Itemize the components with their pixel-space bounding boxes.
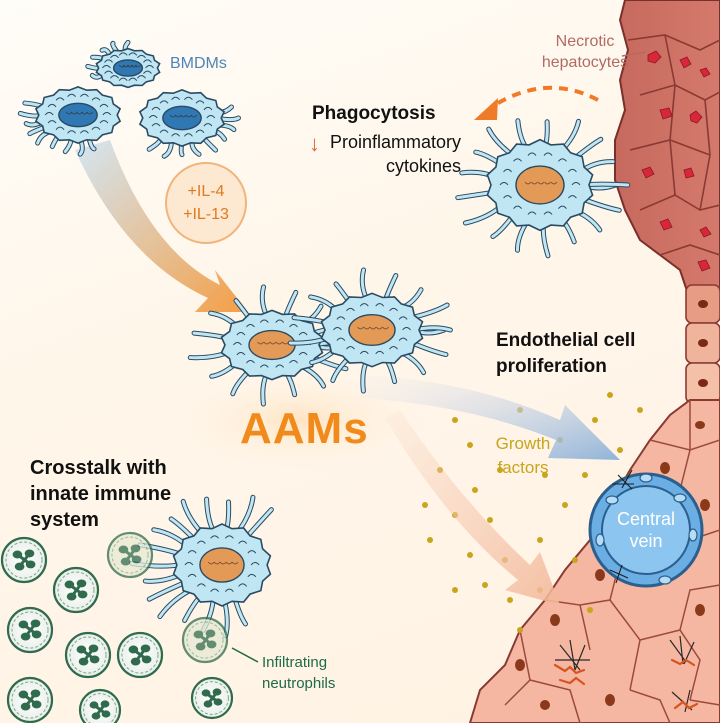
bmdm-cell [17,86,122,157]
crosstalk-line-3: system [30,509,99,531]
neutrophil-cell [0,536,48,584]
central-line-2: vein [629,531,663,551]
phagocytic-aam-cell [455,118,631,259]
necrotic-line-1: Necrotic [555,33,615,50]
phagocytosis-label: Phagocytosis [312,103,436,124]
phagocytosis-arrow [488,85,599,110]
central-vein [588,469,704,588]
il4-label: +IL-4 [187,183,225,200]
cytokine-label: +IL-4 +IL-13 [172,180,240,226]
neutrophil-cell [64,631,112,679]
bmdms-label: BMDMs [170,55,227,72]
down-arrow-icon: ↓ [309,131,320,156]
crosstalk-line-2: innate immune [30,483,172,505]
endothelial-line-2: proliferation [496,356,607,377]
neutrophil-cell [6,606,54,654]
neutrophil-cell [78,688,122,723]
bmdm-cell [138,89,241,159]
central-line-1: Central [616,509,676,529]
bmdm-cell [85,39,161,89]
aam-to-hepatocyte-arrow [385,410,560,605]
necrotic-hepatocytes-label: Necrotic hepatocytes [505,31,665,73]
endothelial-line-1: Endothelial cell [496,330,636,351]
cytokine-circle [165,162,247,244]
neutrophil-cell [190,676,234,720]
infiltrating-line-2: neutrophils [262,675,336,692]
il13-label: +IL-13 [183,206,229,223]
neutrophil-cell [116,631,164,679]
bmdm-to-aam-arrow [75,140,248,312]
necrotic-line-2: hepatocytes [541,54,629,71]
neutrophil-cell [6,676,54,723]
neutrophil-cell [181,616,229,664]
growth-factors-label: Growth factors [478,432,568,480]
crosstalk-line-1: Crosstalk with [30,457,167,479]
infiltrating-line-1: Infiltrating [262,654,328,671]
proinflammatory-line-2: cytokines [386,156,462,176]
crosstalk-label: Crosstalk with innate immune system [30,455,250,533]
proinflammatory-label: Proinflammatory cytokines [330,130,461,178]
growth-line-2: factors [497,458,549,477]
growth-line-1: Growth [495,434,551,453]
infiltrating-neutrophils-label: Infiltrating neutrophils [262,652,382,694]
aam-glow [160,365,440,475]
neutrophil-cell [106,531,154,579]
neutrophil-cell [52,566,100,614]
endothelial-label: Endothelial cell proliferation [496,328,706,380]
crosstalk-aam-cell [129,494,274,639]
central-vein-label: Central vein [601,508,691,552]
proinflammatory-line-1: Proinflammatory [330,132,462,152]
aam-cell [287,267,453,394]
aams-label: AAMs [240,404,369,453]
aam-cell [187,284,353,407]
